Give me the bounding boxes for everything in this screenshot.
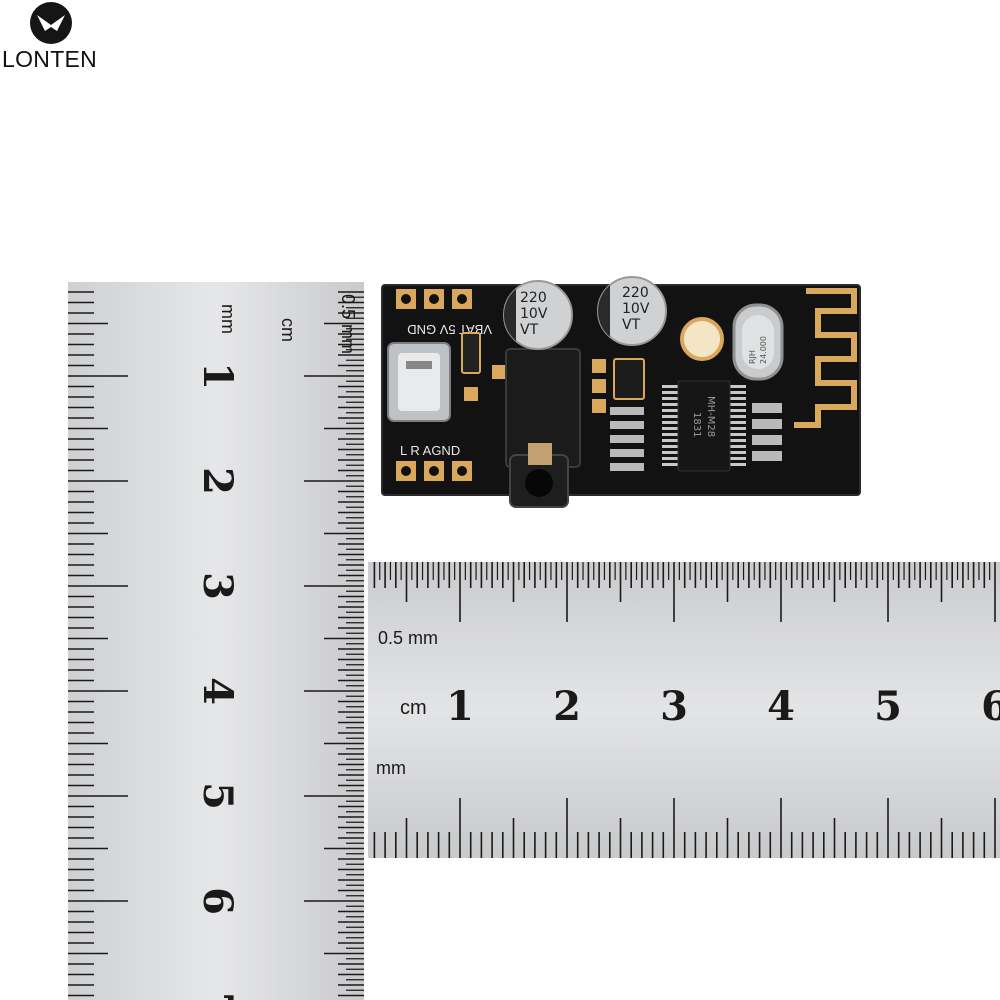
half-mm-unit-label: 0.5 mm — [378, 628, 438, 648]
chip-pin — [730, 403, 746, 406]
capacitor-1: 220 10V VT — [503, 280, 573, 350]
passive-components — [592, 358, 782, 471]
chip-pin — [730, 439, 746, 442]
chip-text-1: MH-M28 — [705, 396, 716, 437]
ruler-number: 6 — [981, 683, 1000, 730]
ruler-number: 5 — [194, 782, 241, 810]
chip-pin — [730, 385, 746, 388]
chip-pin — [662, 457, 678, 460]
chip-pin — [662, 391, 678, 394]
chip-pin — [730, 463, 746, 466]
mm-unit-label: mm — [218, 304, 238, 334]
ruler-number: 2 — [553, 683, 581, 730]
chip-pin — [730, 409, 746, 412]
chip-pin — [730, 421, 746, 424]
chip-pin — [730, 427, 746, 430]
capacitor-1-text-1: 220 — [520, 290, 547, 306]
brand-logo: LONTEN — [0, 0, 104, 72]
ruler-number: 3 — [660, 683, 688, 730]
half-mm-unit-label: 0.5 mm — [338, 294, 358, 354]
antenna-trace — [794, 288, 857, 428]
ruler-number: 7 — [194, 992, 241, 1000]
brand-name: LONTEN — [2, 46, 98, 72]
audio-jack — [505, 348, 581, 508]
main-chip: MH-M28 1831 — [662, 380, 746, 472]
lonten-logo-icon — [30, 2, 72, 44]
ruler-number: 4 — [194, 677, 241, 705]
diode — [461, 332, 481, 374]
chip-pin — [662, 427, 678, 430]
capacitor-2-text-3: VT — [622, 317, 641, 333]
chip-text-2: 1831 — [691, 412, 702, 437]
capacitor-2: 220 10V VT — [597, 276, 667, 346]
capacitor-1-text-3: VT — [520, 322, 539, 338]
smd-pad — [492, 365, 506, 379]
capacitor-1-text-2: 10V — [520, 306, 548, 322]
mounting-hole — [680, 317, 724, 361]
horizontal-ruler: 1 2 3 4 5 6 0.5 mm cm mm — [368, 562, 1000, 858]
bluetooth-audio-board: VBAT 5V GND L R AGND 220 10V VT 220 10V — [381, 276, 861, 508]
ruler-number: 2 — [194, 467, 241, 495]
chip-pin — [730, 457, 746, 460]
mm-unit-label: mm — [376, 758, 406, 778]
micro-usb-port — [387, 342, 451, 422]
ruler-number: 4 — [767, 683, 795, 730]
cm-unit-label: cm — [400, 697, 427, 719]
chip-pin — [662, 385, 678, 388]
chip-pin — [730, 445, 746, 448]
chip-pin — [662, 403, 678, 406]
crystal-text-2: 24.000 — [759, 336, 768, 364]
chip-pin — [662, 397, 678, 400]
crystal-oscillator: RJH 24.000 — [732, 303, 784, 381]
chip-pin — [662, 421, 678, 424]
ruler-number: 1 — [446, 683, 474, 730]
ruler-face — [368, 562, 1000, 858]
crystal-text-1: RJH — [748, 350, 757, 364]
ruler-number: 5 — [874, 683, 902, 730]
ruler-ticks — [68, 291, 364, 997]
bottom-pin-label: L R AGND — [400, 443, 460, 458]
cm-unit-label: cm — [278, 318, 298, 342]
chip-pin — [662, 433, 678, 436]
chip-pin — [730, 415, 746, 418]
chip-pin — [730, 451, 746, 454]
ruler-number: 1 — [194, 362, 241, 390]
ruler-numbers: 1 2 3 4 5 6 7 — [194, 362, 241, 1000]
chip-pin — [730, 433, 746, 436]
vertical-ruler: 1 2 3 4 5 6 7 mm cm 0.5 mm — [68, 282, 364, 1000]
smd-pad — [464, 387, 478, 401]
chip-pin — [662, 451, 678, 454]
ruler-numbers: 1 2 3 4 5 6 — [446, 683, 1000, 730]
ruler-face — [68, 282, 364, 1000]
chip-pin — [662, 415, 678, 418]
top-pin-header — [396, 289, 472, 309]
bottom-pin-header — [396, 461, 472, 481]
chip-pin — [662, 463, 678, 466]
chip-pin — [730, 391, 746, 394]
chip-pin — [662, 409, 678, 412]
capacitor-2-text-2: 10V — [622, 301, 650, 317]
chip-pin — [662, 439, 678, 442]
ruler-number: 6 — [194, 887, 241, 915]
capacitor-2-text-1: 220 — [622, 285, 649, 301]
chip-pin — [662, 445, 678, 448]
ruler-number: 3 — [194, 572, 241, 600]
chip-pin — [730, 397, 746, 400]
ruler-ticks — [373, 562, 996, 858]
